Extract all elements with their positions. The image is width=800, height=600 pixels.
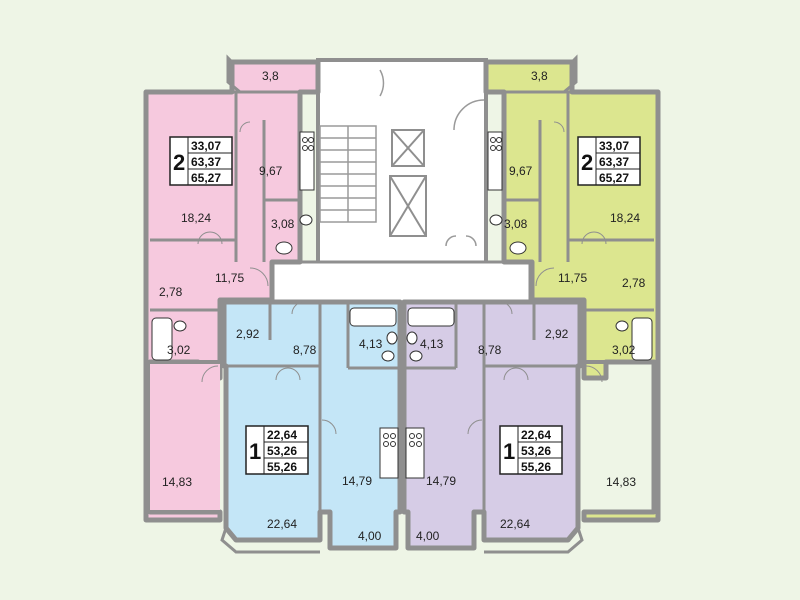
bathtub-icon [151,317,173,361]
room-area-label: 8,78 [293,343,317,357]
room-area-label: 18,24 [610,211,640,225]
area-total: 63,37 [191,155,221,169]
room-area-label: 11,75 [215,271,244,285]
room-area-label: 2,78 [622,276,646,290]
area-with-balcony: 55,26 [267,460,297,474]
area-with-balcony: 65,27 [191,171,221,185]
room-area-label: 14,79 [426,474,456,488]
room-area-label: 22,64 [267,517,297,531]
room-area-label: 4,00 [358,529,382,543]
room-area-label: 2,78 [159,285,183,299]
room-area-label: 3,8 [531,69,548,83]
room-area-label: 3,02 [612,343,636,357]
area-total: 53,26 [267,444,297,458]
apartment-left-1room: 1 22,64 53,26 55,26 2,92 8,78 4,13 14,79… [221,299,403,551]
room-area-label: 14,83 [162,475,192,489]
toilet-icon [489,214,503,226]
area-with-balcony: 65,27 [599,171,629,185]
sink-icon [275,241,293,255]
toilet-icon [615,320,629,332]
room-count-badge [245,425,309,475]
room-area-label: 14,83 [606,475,636,489]
room-area-label: 14,79 [342,474,372,488]
area-total: 53,26 [521,444,551,458]
room-area-label: 2,92 [545,327,569,341]
room-area-label: 9,67 [259,164,283,178]
apartment-right-1room: 1 22,64 53,26 55,26 4,13 8,78 2,92 14,79… [401,299,583,551]
area-total: 63,37 [599,155,629,169]
room-count-badge [499,425,563,475]
room-area-label: 4,13 [359,337,383,351]
elevator-icon [391,129,425,167]
toilet-icon [386,331,398,345]
room-count-badge [169,136,233,186]
elevator-icon [389,175,427,237]
toilet-icon [406,331,418,345]
apartment-left-2room: 2 33,07 63,37 65,27 3,8 9,67 18,24 3,08 … [143,59,321,523]
room-area-label: 2,92 [236,327,260,341]
room-area-label: 9,67 [509,164,533,178]
room-area-label: 22,64 [500,517,530,531]
room-area-label: 4,13 [420,337,444,351]
room-area-label: 11,75 [558,271,587,285]
room-area-label: 18,24 [181,211,211,225]
sink-icon [509,241,527,255]
area-with-balcony: 55,26 [521,460,551,474]
sink-icon [381,350,395,362]
apartment-right-2room: 2 33,07 63,37 65,27 3,8 9,67 18,24 3,08 … [483,59,661,523]
bathtub-icon [407,307,455,327]
toilet-icon [173,320,187,332]
room-area-label: 3,08 [504,217,528,231]
stove-icon [299,131,315,191]
area-living: 22,64 [267,428,297,442]
room-count: 2 [173,150,185,175]
room-count: 1 [503,439,515,464]
area-living: 33,07 [191,139,221,153]
bay-window [220,54,584,554]
common-core [270,58,532,304]
room-area-label: 3,8 [262,69,279,83]
room-area-label: 8,78 [478,343,502,357]
sink-icon [409,350,423,362]
stove-icon [379,427,399,479]
stove-icon [405,427,425,479]
room-count: 2 [581,150,593,175]
room-count-badge [577,136,641,186]
area-living: 33,07 [599,139,629,153]
room-count: 1 [249,439,261,464]
bathtub-icon [631,317,653,361]
room-area-label: 3,02 [167,343,191,357]
toilet-icon [299,214,313,226]
area-living: 22,64 [521,428,551,442]
bathtub-icon [349,307,397,327]
room-area-label: 3,08 [271,217,295,231]
stove-icon [487,131,503,191]
room-area-label: 4,00 [416,529,440,543]
stairs-icon [319,125,377,223]
